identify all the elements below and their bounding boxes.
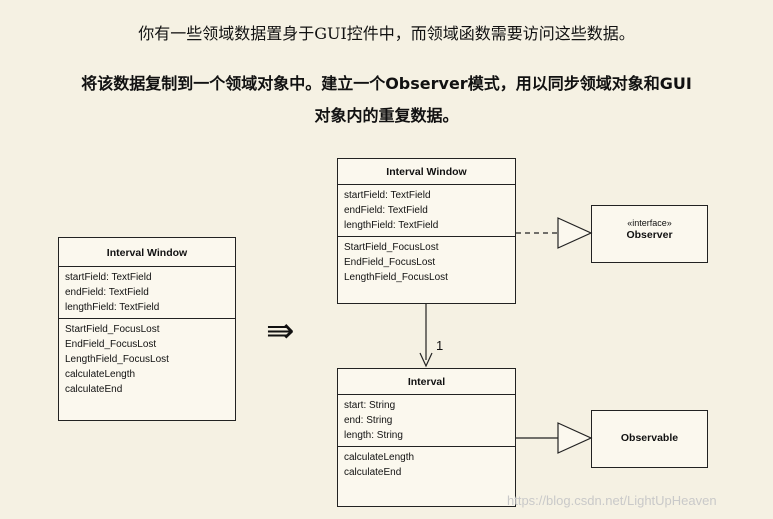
- method: calculateEnd: [344, 467, 402, 479]
- field: startField: TextField: [344, 190, 431, 201]
- interface-name: Observer: [626, 229, 673, 241]
- method: calculateEnd: [65, 383, 123, 395]
- field: endField: TextField: [65, 286, 149, 298]
- class-fields: startField: TextField endField: TextFiel…: [338, 185, 515, 238]
- class-methods: StartField_FocusLost EndField_FocusLost …: [338, 237, 515, 288]
- class-name: Interval Window: [338, 159, 515, 185]
- stereotype-label: «interface»: [627, 218, 672, 228]
- field: end: String: [344, 414, 393, 426]
- method: StartField_FocusLost: [65, 324, 160, 336]
- association-arrowhead: [419, 352, 433, 368]
- class-name: Observable: [620, 432, 679, 444]
- field: lengthField: TextField: [65, 301, 160, 313]
- field: endField: TextField: [344, 204, 428, 216]
- realization-arrowhead: [557, 217, 593, 249]
- solution-statement-line-2: 对象内的重复数据。: [314, 106, 459, 125]
- refactor-arrow: ⇛: [266, 311, 295, 351]
- method: calculateLength: [344, 452, 415, 464]
- method: LengthField_FocusLost: [65, 353, 169, 365]
- method: StartField_FocusLost: [344, 242, 439, 254]
- observable-class: Observable: [591, 410, 708, 468]
- observer-interface: «interface» Observer: [591, 205, 708, 263]
- class-methods: calculateLength calculateEnd: [338, 447, 515, 484]
- class-fields: start: String end: String length: String: [338, 395, 515, 448]
- interval-class: Interval start: String end: String lengt…: [337, 368, 516, 507]
- solution-statement-line-1: 将该数据复制到一个领域对象中。建立一个Observer模式，用以同步领域对象和G…: [81, 74, 692, 93]
- problem-statement: 你有一些领域数据置身于GUI控件中，而领域函数需要访问这些数据。: [138, 24, 635, 43]
- class-methods: StartField_FocusLost EndField_FocusLost …: [59, 319, 235, 400]
- field: startField: TextField: [65, 272, 152, 283]
- field: start: String: [344, 400, 396, 411]
- field: length: String: [344, 429, 403, 441]
- method: EndField_FocusLost: [65, 339, 157, 351]
- method: calculateLength: [65, 368, 136, 380]
- method: LengthField_FocusLost: [344, 271, 448, 283]
- class-name: Interval: [338, 369, 515, 395]
- right-interval-window-class: Interval Window startField: TextField en…: [337, 158, 516, 304]
- field: lengthField: TextField: [344, 219, 439, 231]
- left-interval-window-class: Interval Window startField: TextField en…: [58, 237, 236, 421]
- method: EndField_FocusLost: [344, 257, 436, 269]
- class-name: Interval Window: [59, 238, 235, 267]
- generalization-arrowhead: [557, 422, 593, 454]
- class-fields: startField: TextField endField: TextFiel…: [59, 267, 235, 320]
- association-multiplicity: 1: [436, 338, 444, 353]
- watermark: https://blog.csdn.net/LightUpHeaven: [507, 493, 717, 508]
